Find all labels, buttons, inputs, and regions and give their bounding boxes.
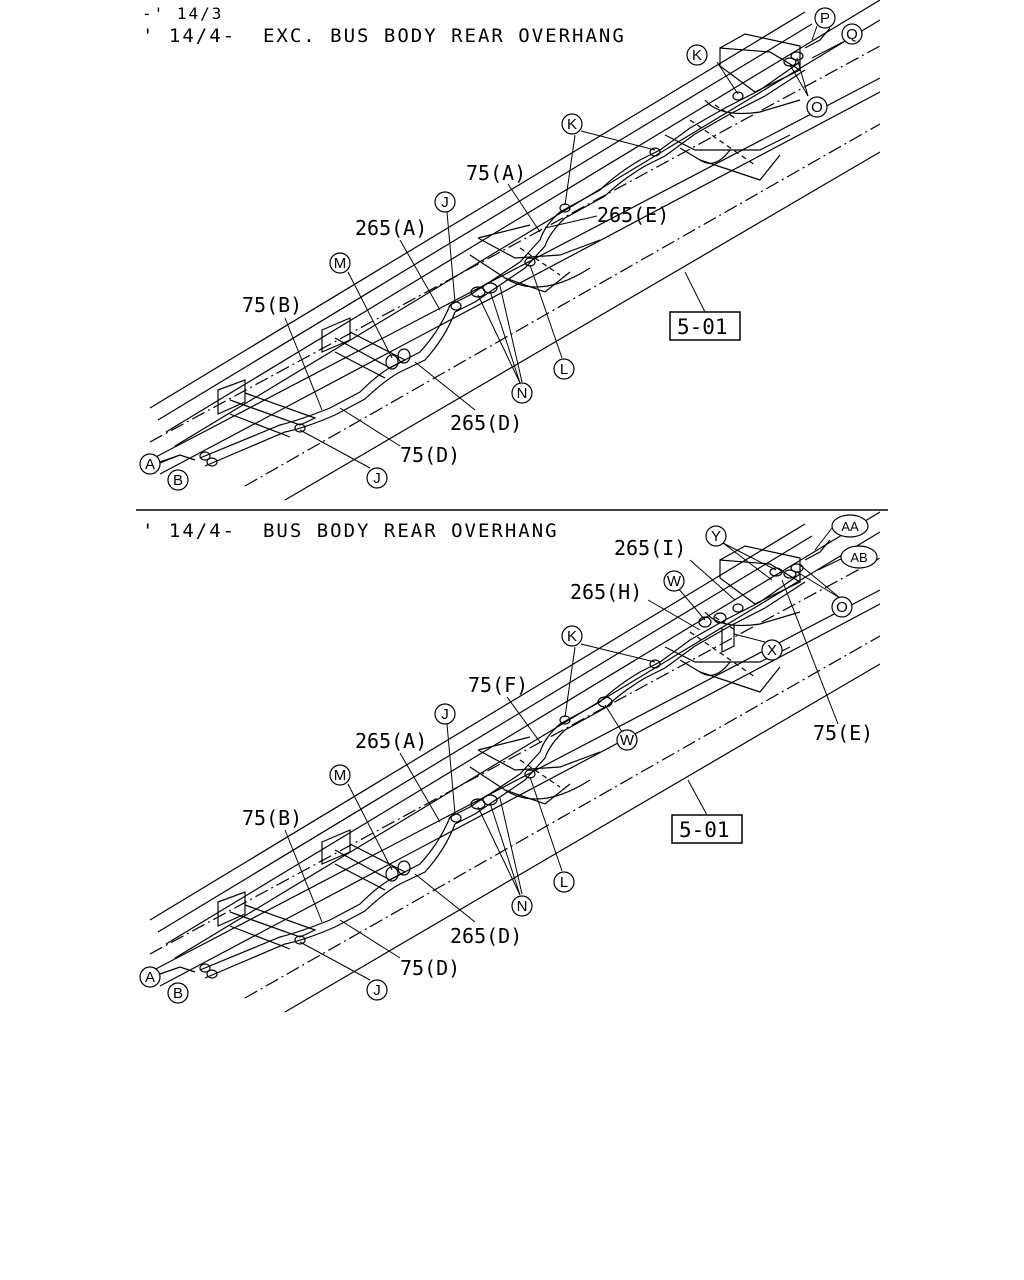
callout-o: O xyxy=(836,599,848,616)
ref-box-label: 5-01 xyxy=(677,315,728,339)
callout-w: W xyxy=(620,732,635,749)
callout-j: J xyxy=(373,470,381,487)
callout-k: K xyxy=(692,47,702,64)
label-265i: 265(I) xyxy=(614,536,686,560)
callout-a: A xyxy=(145,969,155,986)
label-75f: 75(F) xyxy=(468,673,528,697)
label-265d: 265(D) xyxy=(450,411,522,435)
section-1-header-line1: -' 14/3 xyxy=(142,4,224,23)
callout-j: J xyxy=(441,194,449,211)
callout-y: Y xyxy=(711,528,721,545)
callout-b: B xyxy=(173,472,183,489)
callout-m: M xyxy=(334,767,347,784)
section-2-header: ' 14/4- BUS BODY REAR OVERHANG xyxy=(142,520,559,542)
label-265h: 265(H) xyxy=(570,580,642,604)
callout-j: J xyxy=(373,982,381,999)
section-1-header-line2: ' 14/4- EXC. BUS BODY REAR OVERHANG xyxy=(142,25,626,47)
callout-n: N xyxy=(517,898,528,915)
ref-box-label: 5-01 xyxy=(679,818,730,842)
label-265e: 265(E) xyxy=(597,203,669,227)
label-75d: 75(D) xyxy=(400,956,460,980)
label-75e: 75(E) xyxy=(813,721,873,745)
label-75b: 75(B) xyxy=(242,293,302,317)
label-265a: 265(A) xyxy=(355,216,427,240)
callout-l: L xyxy=(560,874,568,891)
callout-k: K xyxy=(567,628,577,645)
callout-ab: AB xyxy=(850,550,867,565)
section-1-drawing: 5-01 75(A) 265(A) 265(E) 75(B) 265(D) 75… xyxy=(139,0,881,501)
callout-b: B xyxy=(173,985,183,1002)
section-2-drawing: 5-01 265(I) 265(H) 75(F) 265(A) 75(E) 75… xyxy=(139,511,881,1013)
callout-o: O xyxy=(811,99,823,116)
label-75d: 75(D) xyxy=(400,443,460,467)
callout-q: Q xyxy=(846,26,858,43)
callout-w: W xyxy=(667,573,682,590)
label-75b: 75(B) xyxy=(242,806,302,830)
label-75a: 75(A) xyxy=(466,161,526,185)
callout-x: X xyxy=(767,642,777,659)
callout-m: M xyxy=(334,255,347,272)
callout-p: P xyxy=(820,10,830,27)
label-265a: 265(A) xyxy=(355,729,427,753)
callout-a: A xyxy=(145,456,155,473)
callout-aa: AA xyxy=(841,519,859,534)
callout-l: L xyxy=(560,361,568,378)
callout-k: K xyxy=(567,116,577,133)
callout-n: N xyxy=(517,385,528,402)
callout-j: J xyxy=(441,706,449,723)
label-265d: 265(D) xyxy=(450,924,522,948)
